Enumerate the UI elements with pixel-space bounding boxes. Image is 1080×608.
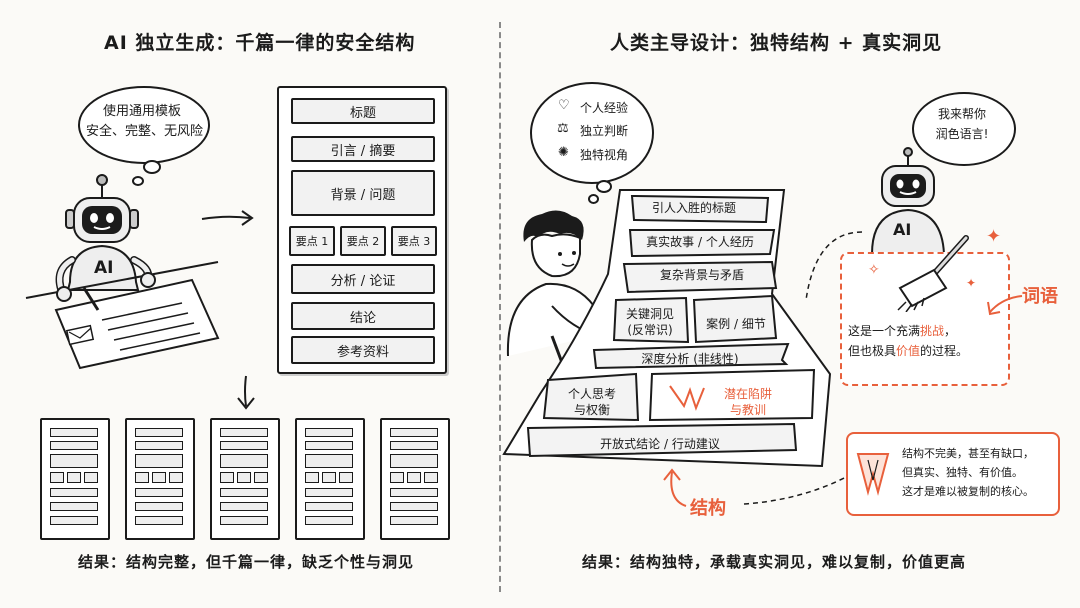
sparkle-icon: ✦ <box>966 276 977 290</box>
arrow-right-icon <box>201 210 254 226</box>
cloud-bubble <box>596 180 612 193</box>
left-title: AI 独立生成：千篇一律的安全结构 <box>104 32 416 54</box>
template-block-background: 背景 / 问题 <box>291 170 435 216</box>
template-block-references: 参考资料 <box>291 336 435 364</box>
label-words: 词语 <box>1022 286 1058 307</box>
arrow-down-icon <box>237 375 255 410</box>
gap-note-line-3: 这才是难以被复制的核心。 <box>902 485 1034 498</box>
doc-block-title: 引人入胜的标题 <box>651 201 736 215</box>
doc-block-thinking-1: 个人思考 <box>567 387 616 401</box>
left-robot-label: AI <box>94 258 114 278</box>
arrow-up-icon <box>663 468 687 507</box>
label-structure: 结构 <box>690 498 726 519</box>
cloud-bubble <box>132 176 144 186</box>
gap-note-line-2: 但真实、独特、有价值。 <box>902 466 1023 479</box>
robot-speech-cloud <box>912 92 1016 166</box>
thought-item-1: 个人经验 <box>580 101 629 115</box>
sparkle-icon: ✦ <box>986 226 1002 247</box>
doc-block-conclusion: 开放式结论 / 行动建议 <box>600 437 720 451</box>
scale-icon: ⚖ <box>557 121 569 136</box>
sparkle-icon: ✧ <box>868 262 880 278</box>
template-document: 标题 引言 / 摘要 背景 / 问题 要点 1 要点 2 要点 3 分析 / 论… <box>277 86 447 374</box>
thought-item-2: 独立判断 <box>580 124 629 138</box>
doc-block-analysis: 深度分析 (非线性) <box>641 352 739 366</box>
panel-divider <box>499 22 501 592</box>
polish-note-line-1: 这是一个充满挑战， <box>848 324 957 338</box>
crack-icon <box>856 453 890 496</box>
doc-block-cases: 案例 / 细节 <box>706 317 766 331</box>
doc-block-insight-1: 关键洞见 <box>625 307 674 321</box>
unique-document <box>502 189 832 468</box>
left-thought-cloud <box>78 86 210 164</box>
template-point-3: 要点 3 <box>391 226 437 256</box>
identical-document <box>210 418 280 540</box>
doc-block-pitfalls-1: 潜在陷阱 <box>723 387 772 401</box>
polishing-robot-illustration <box>870 147 946 255</box>
polish-note-line-2: 但也极具价值的过程。 <box>848 344 969 358</box>
gap-note-line-1: 结构不完美，甚至有缺口， <box>902 447 1034 460</box>
right-title: 人类主导设计：独特结构 + 真实洞见 <box>610 32 943 54</box>
doc-block-thinking-2: 与权衡 <box>573 403 610 417</box>
template-block-analysis: 分析 / 论证 <box>291 264 435 294</box>
doc-block-background: 复杂背景与矛盾 <box>659 268 744 282</box>
connector-line <box>743 475 849 505</box>
right-result: 结果：结构独特，承载真实洞见，难以复制，价值更高 <box>582 553 967 571</box>
thought-item-3: 独特视角 <box>580 148 629 162</box>
left-thought-line-2: 安全、完整、无风险 <box>86 124 204 139</box>
heart-icon: ♡ <box>558 98 570 113</box>
identical-document <box>295 418 365 540</box>
cloud-bubble <box>588 194 599 204</box>
writing-robot-illustration <box>25 174 220 370</box>
cloud-bubble <box>143 160 161 174</box>
doc-block-insight-2: (反常识) <box>627 323 673 337</box>
template-block-title: 标题 <box>291 98 435 124</box>
doc-block-story: 真实故事 / 个人经历 <box>646 235 754 249</box>
identical-document <box>380 418 450 540</box>
brush-icon <box>897 235 969 312</box>
template-point-2: 要点 2 <box>340 226 386 256</box>
bulb-icon: ✺ <box>558 145 569 160</box>
connector-line <box>805 231 863 301</box>
right-robot-label: AI <box>893 220 912 239</box>
arrow-left-icon <box>987 295 1023 316</box>
template-point-1: 要点 1 <box>289 226 335 256</box>
robot-speech-line-2: 润色语言! <box>935 127 989 141</box>
doc-block-pitfalls-2: 与教训 <box>729 403 766 417</box>
identical-document <box>125 418 195 540</box>
template-block-conclusion: 结论 <box>291 302 435 330</box>
robot-speech-line-1: 我来帮你 <box>937 107 986 121</box>
left-thought-line-1: 使用通用模板 <box>102 104 181 119</box>
template-block-intro: 引言 / 摘要 <box>291 136 435 162</box>
identical-document <box>40 418 110 540</box>
right-thought-cloud <box>530 82 654 184</box>
left-result: 结果：结构完整，但千篇一律，缺乏个性与洞见 <box>78 553 415 571</box>
